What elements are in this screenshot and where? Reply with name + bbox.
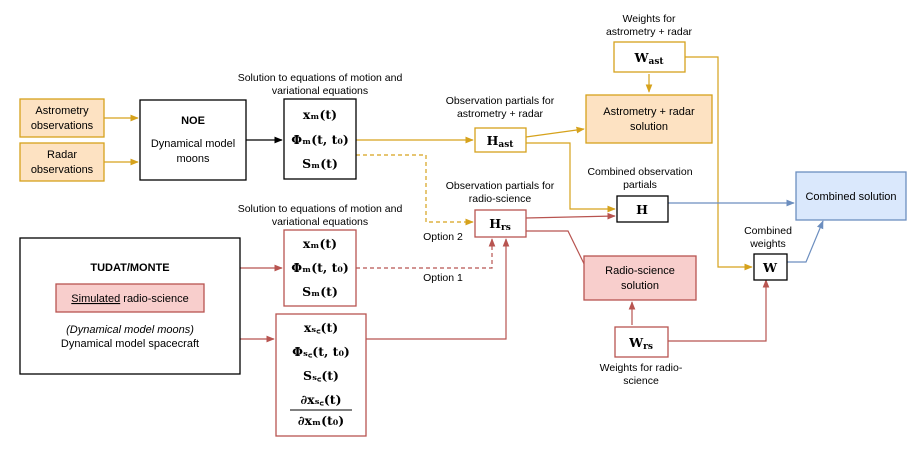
solution-sc-frac-num: ∂xₛ꜀(t) — [301, 392, 342, 407]
noe-box: NOE Dynamical model moons — [139, 99, 247, 181]
combined-solution-label: Combined solution — [805, 191, 896, 203]
noe-title: NOE — [181, 115, 205, 127]
tudat-box: TUDAT/MONTE Simulated radio-science (Dyn… — [19, 237, 241, 375]
arrow-option1 — [356, 238, 496, 269]
astradar-solution-line1: Astrometry + radar — [603, 106, 695, 118]
solution-sc-eq1: xₛ꜀(t) — [304, 320, 338, 335]
hcomb-caption-1: Combined observation — [587, 166, 692, 178]
solution-sc-box: xₛ꜀(t) Φₛ꜀(t, t₀) Sₛ꜀(t) ∂xₛ꜀(t) ∂xₘ(t₀) — [275, 313, 367, 437]
wcomb-caption-1: Combined — [744, 225, 792, 237]
wrs-box: Wrs — [614, 326, 669, 358]
tudat-italic-line: (Dynamical model moons) — [66, 324, 194, 336]
hcomb-symbol: H — [636, 202, 648, 217]
wcomb-box: W — [753, 253, 788, 281]
arrow-w-to-combined — [787, 220, 824, 263]
solution-noe-box: xₘ(t) Φₘ(t, t₀) Sₘ(t) — [283, 98, 357, 180]
sim-underlined: Simulated — [71, 293, 120, 305]
connectors — [104, 56, 824, 343]
hrs-caption-2: radio-science — [469, 193, 532, 205]
hast-caption-2: astrometry + radar — [457, 108, 544, 120]
astradar-solution-box: Astrometry + radar solution — [585, 94, 713, 144]
arrow-wrs-to-w — [668, 279, 770, 342]
wcomb-caption-2: weights — [749, 238, 786, 250]
solution-sc-frac-den: ∂xₘ(t₀) — [298, 413, 344, 428]
wast-caption-1: Weights for — [623, 13, 676, 25]
hast-symbol: Hast — [487, 133, 515, 150]
noe-line1: Dynamical model — [151, 138, 235, 150]
solution-tudat-caption-1: Solution to equations of motion and — [238, 203, 403, 215]
wast-caption-2: astrometry + radar — [606, 26, 693, 38]
arrow-hast-to-h — [526, 142, 616, 213]
tudat-line2: Dynamical model spacecraft — [61, 338, 199, 350]
solution-tudat-eq1: xₘ(t) — [303, 236, 337, 251]
hrs-box: Hrs — [474, 209, 527, 238]
hcomb-caption-2: partials — [623, 179, 657, 191]
sim-rest: radio-science — [120, 293, 188, 305]
hast-caption-1: Observation partials for — [446, 95, 555, 107]
radar-observations-box: Radar observations — [19, 142, 105, 182]
arrow-hrs-to-h — [525, 212, 616, 220]
wrs-caption-1: Weights for radio- — [600, 362, 683, 374]
option2-label: Option 2 — [423, 231, 463, 243]
solution-noe-eq2: Φₘ(t, t₀) — [291, 132, 349, 147]
tudat-title: TUDAT/MONTE — [90, 262, 169, 274]
arrow-hast-to-astsolution — [525, 126, 585, 138]
solution-noe-eq1: xₘ(t) — [303, 107, 337, 122]
rs-solution-line2: solution — [621, 280, 659, 292]
solution-tudat-caption-2: variational equations — [272, 216, 368, 228]
astradar-solution-line2: solution — [630, 121, 668, 133]
wrs-caption-2: science — [623, 375, 659, 387]
combined-solution-box: Combined solution — [795, 171, 907, 221]
solution-noe-caption-1: Solution to equations of motion and — [238, 72, 403, 84]
hast-box: Hast — [474, 127, 527, 153]
astrometry-line2: observations — [31, 120, 94, 132]
option1-label: Option 1 — [423, 272, 463, 284]
solution-noe-eq3: Sₘ(t) — [302, 156, 338, 171]
simulated-radio-science-box — [55, 283, 205, 313]
solution-sc-eq3: Sₛ꜀(t) — [303, 368, 339, 383]
simulated-radio-science-label: Simulated radio-science — [71, 293, 188, 305]
arrow-wast-to-w — [685, 56, 753, 271]
radar-line2: observations — [31, 164, 94, 176]
wast-box: Wast — [613, 41, 686, 73]
radar-line1: Radar — [47, 149, 77, 161]
arrow-hrs-to-rssolution — [526, 230, 591, 277]
rs-solution-box: Radio-science solution — [583, 255, 697, 301]
solution-noe-caption-2: variational equations — [272, 85, 368, 97]
rs-solution-line1: Radio-science — [605, 265, 675, 277]
arrow-option2 — [356, 154, 474, 226]
hcomb-box: H — [616, 195, 669, 223]
wast-symbol: Wast — [633, 50, 664, 67]
solution-tudat-eq3: Sₘ(t) — [302, 284, 338, 299]
wrs-symbol: Wrs — [628, 335, 653, 352]
solution-sc-eq2: Φₛ꜀(t, t₀) — [292, 344, 350, 359]
solution-tudat-eq2: Φₘ(t, t₀) — [291, 260, 349, 275]
arrow-scsolution-to-hrs — [366, 238, 510, 340]
hrs-symbol: Hrs — [489, 216, 511, 233]
astrometry-observations-box: Astrometry observations — [19, 98, 105, 138]
astrometry-line1: Astrometry — [35, 105, 89, 117]
wcomb-symbol: W — [762, 260, 778, 275]
hrs-caption-1: Observation partials for — [446, 180, 555, 192]
noe-line2: moons — [176, 153, 210, 165]
solution-tudat-box: xₘ(t) Φₘ(t, t₀) Sₘ(t) — [283, 229, 357, 307]
